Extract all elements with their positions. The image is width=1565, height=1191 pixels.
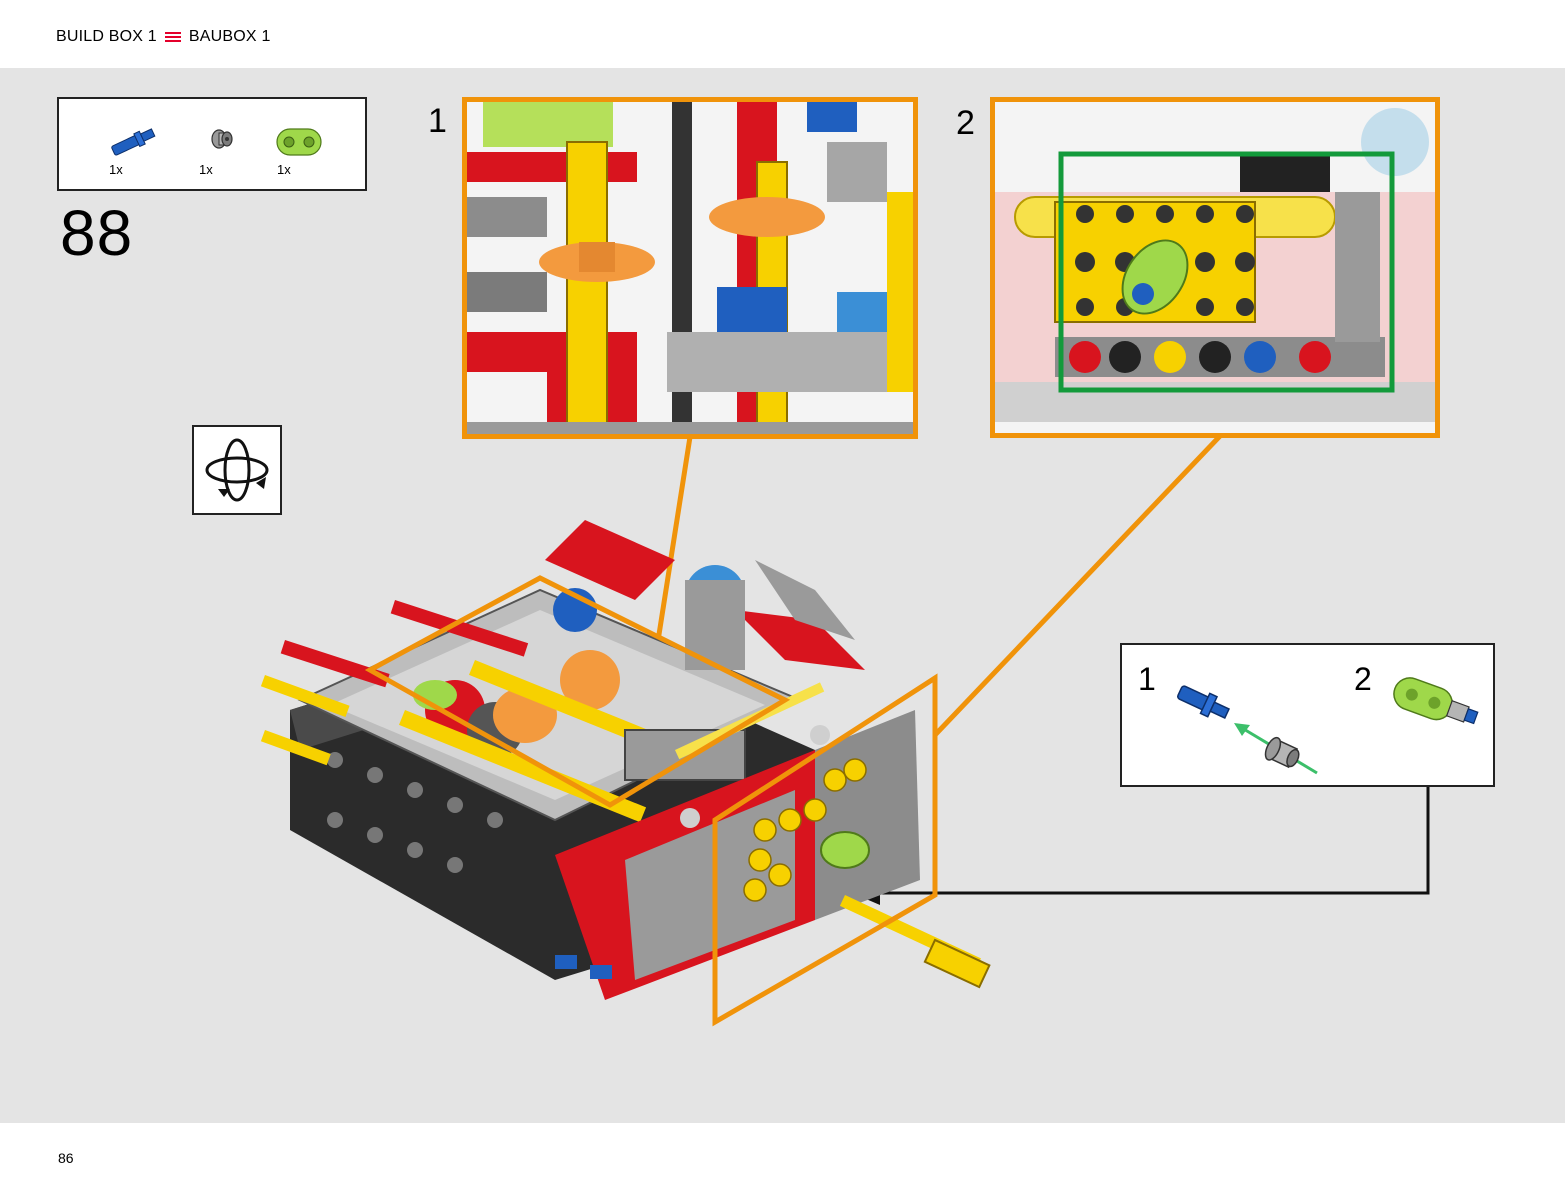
menu-lines-icon: [164, 31, 181, 43]
gearbox-closeup-image: [467, 102, 913, 434]
build-box-english: BUILD BOX 1: [56, 28, 157, 45]
callout-2-frame: [990, 97, 1440, 438]
step-number: 88: [60, 197, 134, 269]
gearbox-assembly-image: [260, 520, 991, 1027]
rotate-model-box: [192, 425, 282, 515]
blue-axle-pin-icon: [111, 128, 156, 156]
part-qty: 1x: [109, 162, 123, 177]
gray-bush-icon: [211, 129, 233, 149]
substep-1-number: 1: [1138, 661, 1156, 697]
substep-2-image: [1393, 677, 1479, 725]
build-box-german: BAUBOX 1: [188, 28, 271, 45]
parts-list: 1x 1x 1x: [57, 97, 367, 191]
substep-2-number: 2: [1354, 661, 1372, 697]
callout-1-number: 1: [428, 102, 447, 140]
substep-box: 1 2: [1120, 643, 1495, 787]
page-number: 86: [58, 1150, 74, 1166]
part-lime-connector: 1x: [273, 121, 333, 177]
part-qty: 1x: [277, 162, 291, 177]
page-header: BUILD BOX 1 BAUBOX 1: [0, 0, 1565, 68]
side-view-closeup-image: [995, 102, 1435, 433]
callout-1-frame: [462, 97, 918, 439]
lime-connector-icon: [276, 128, 322, 156]
part-gray-bush: 1x: [195, 121, 255, 177]
callout-2-number: 2: [956, 104, 975, 142]
part-qty: 1x: [199, 162, 213, 177]
rotate-model-icon: [205, 438, 269, 502]
build-box-label: BUILD BOX 1 BAUBOX 1: [56, 28, 271, 46]
substep-1-image: [1177, 685, 1318, 775]
part-blue-axle-pin: 1x: [105, 121, 165, 177]
